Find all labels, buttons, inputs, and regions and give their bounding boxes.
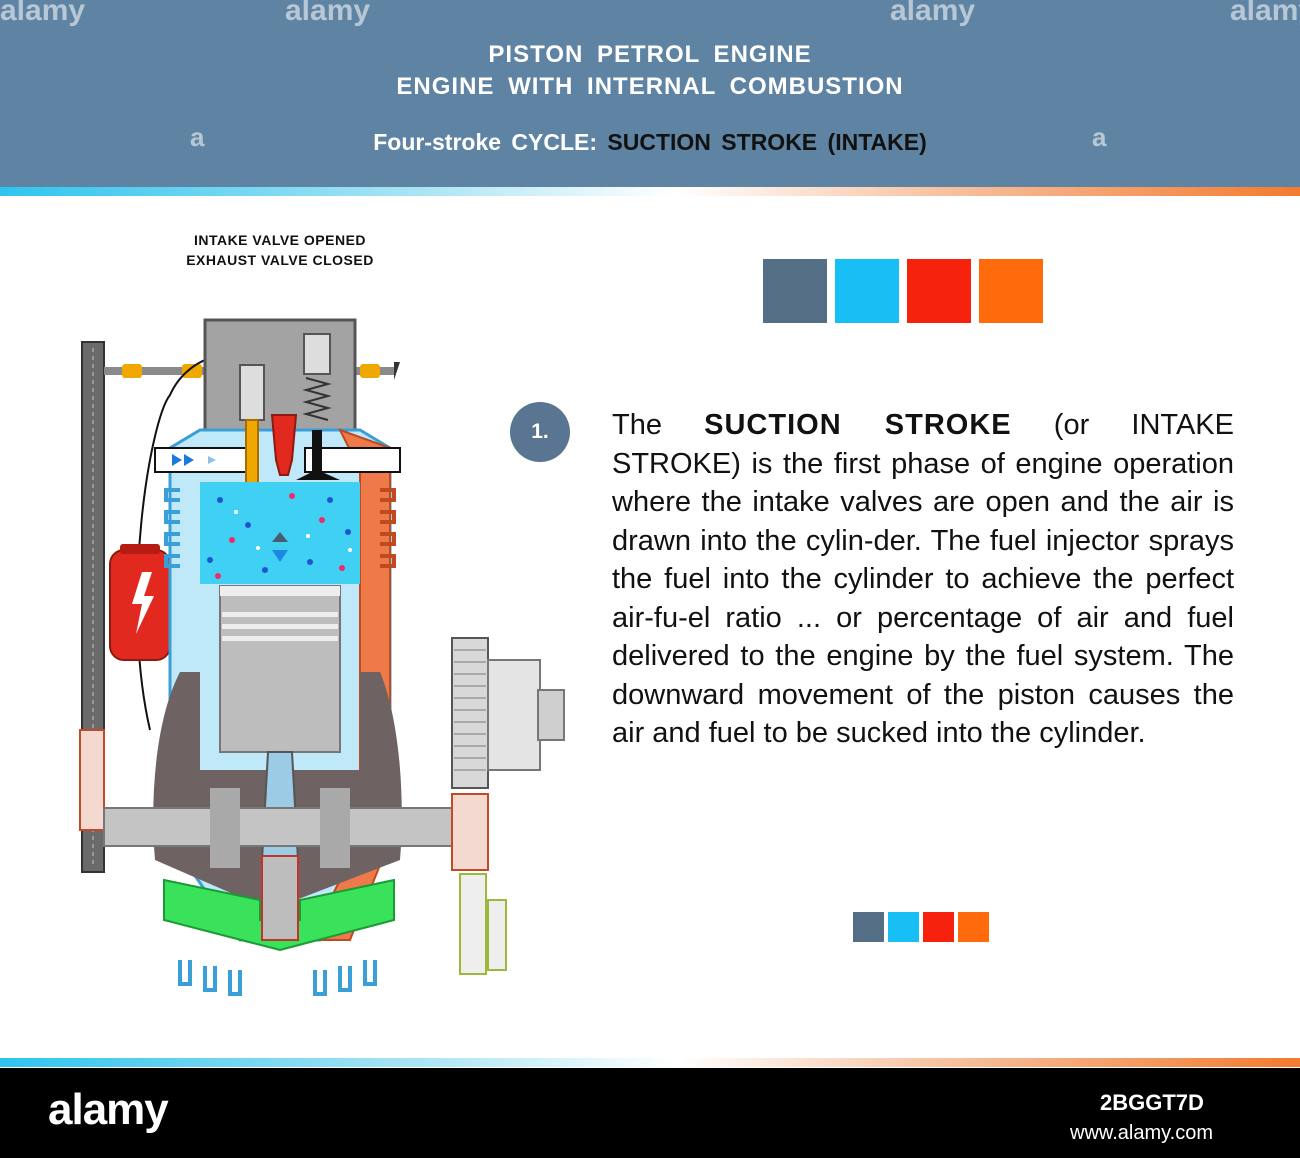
step-number-badge: 1. [510,402,570,462]
watermark-mark: a [1092,122,1107,152]
watermark-footer [0,1068,1300,1158]
palette-swatch-small [923,912,954,942]
palette-swatch-small [958,912,989,942]
intake-valve-status: INTAKE VALVE OPENED [193,232,367,248]
crankshaft [103,807,465,847]
palette-swatch-large [979,259,1043,323]
top-gradient-divider [0,187,1300,196]
watermark-brand: alamy [0,0,86,27]
ignition-coil [109,549,171,661]
crank-gear [451,793,489,871]
belt-tensioner [79,729,105,831]
image-id: 2BGGT7D [1100,1090,1204,1115]
palette-swatch-small [853,912,884,942]
page-title-secondary: ENGINE WITH INTERNAL COMBUSTION [396,73,904,100]
cooling-fins-right [380,488,396,568]
alamy-logo: alamy [48,1085,169,1134]
airflow-arrow-icon [172,454,182,466]
valve-cover [203,318,357,432]
stroke-label: SUCTION STROKE (INTAKE) [607,129,927,155]
up-arrow-icon [272,532,288,542]
oil-sump [163,878,395,952]
intake-valve-stem [239,364,265,421]
cooling-fins-left [164,488,180,568]
crank-counterweight [261,855,299,941]
header-banner: alamy alamy alamy alamy a a PISTON PETRO… [0,0,1300,187]
watermark-brand: alamy [890,0,976,27]
cycle-subtitle: Four-stroke CYCLE: SUCTION STROKE (INTAK… [0,129,1300,156]
watermark-url: www.alamy.com [1070,1122,1213,1144]
cycle-label: Four-stroke CYCLE: [373,129,598,155]
palette-swatch-large [835,259,899,323]
piston [219,585,341,753]
watermark-mark: a [190,122,205,152]
exhaust-valve [296,430,340,480]
palette-swatch-large [763,259,827,323]
cooling-fins-bottom [178,960,377,996]
valve-spring [302,377,332,421]
palette-swatch-small [888,912,919,942]
auxiliary-gear [459,873,487,975]
watermark-brand: alamy [285,0,371,27]
lightning-icon [132,572,154,634]
palette-swatch-large [907,259,971,323]
page-title: PISTON PETROL ENGINE [488,41,812,68]
exhaust-valve-stem [303,333,331,375]
watermark-brand: alamy [1230,0,1300,27]
intake-port [154,447,256,473]
description-text: (or INTAKE STROKE) is the first phase of… [612,409,1234,749]
gear-stack [451,637,489,789]
stroke-description: The SUCTION STROKE (or INTAKE STROKE) is… [612,406,1234,753]
down-arrow-icon [272,550,288,562]
airflow-arrow-icon [184,454,194,466]
exhaust-valve-status: EXHAUST VALVE CLOSED [186,252,374,268]
description-lead: The [612,409,662,441]
engine-cutaway-illustration [79,318,565,996]
description-term: SUCTION STROKE [704,409,1012,441]
valve-status: INTAKE VALVE OPENED EXHAUST VALVE CLOSED [150,230,410,270]
fuel-injector [270,414,298,476]
bottom-gradient-divider [0,1058,1300,1067]
